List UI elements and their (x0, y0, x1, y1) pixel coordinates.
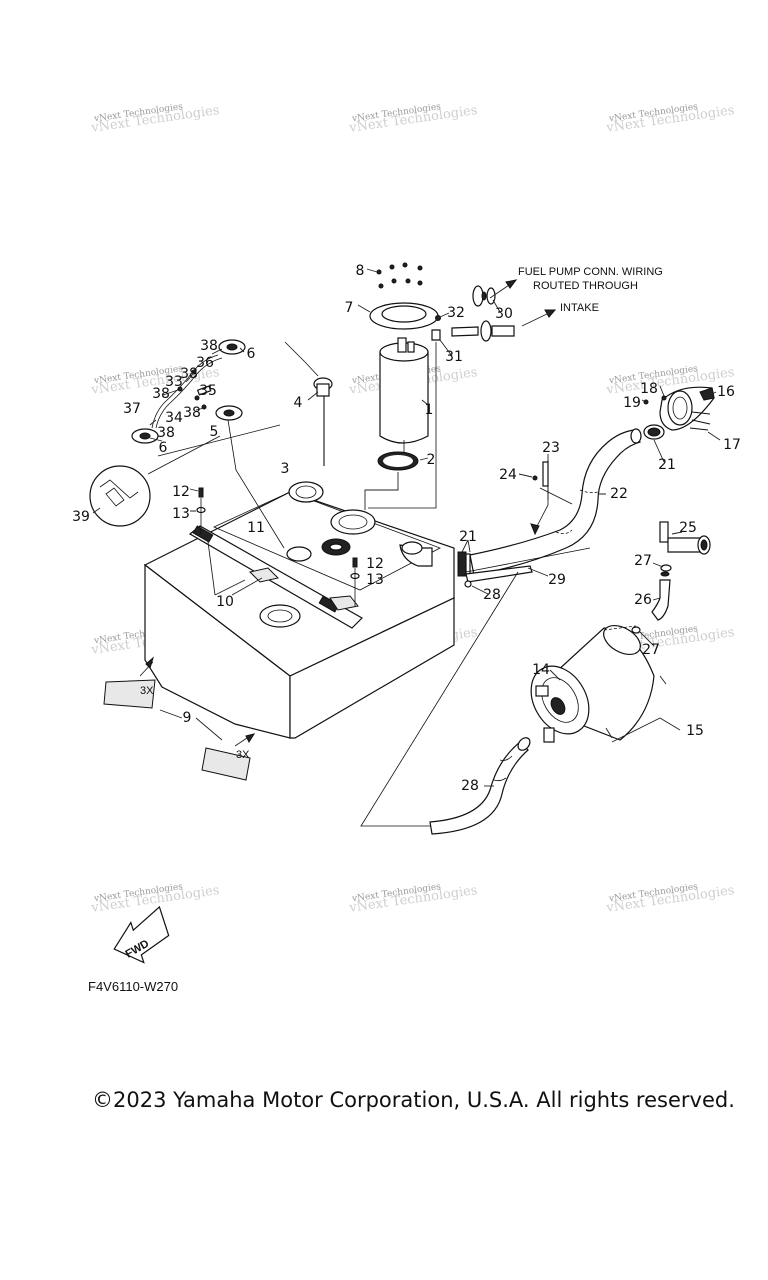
callout-17: 17 (723, 437, 741, 453)
callout-2: 2 (427, 452, 436, 468)
callout-1: 1 (425, 402, 434, 418)
callout-12: 12 (366, 556, 384, 572)
forward-arrow: FWD (113, 905, 170, 964)
routing-notes: FUEL PUMP CONN. WIRING ROUTED THROUGH IN… (489, 266, 663, 327)
callout-34: 34 (165, 410, 183, 426)
callout-25: 25 (679, 520, 697, 536)
callout-30: 30 (495, 306, 513, 322)
filler-hose (457, 428, 642, 577)
callout-6: 6 (159, 440, 168, 456)
callout-27: 27 (642, 642, 660, 658)
copyright-notice: ©2023 Yamaha Motor Corporation, U.S.A. A… (92, 1088, 735, 1112)
callout-28: 28 (461, 778, 479, 794)
callout-16: 16 (717, 384, 735, 400)
callout-10: 10 (216, 594, 234, 610)
callout-9: 9 (183, 710, 192, 726)
callout-38: 38 (180, 366, 198, 382)
callout-32: 32 (447, 305, 465, 321)
callout-15: 15 (686, 723, 704, 739)
note-intake: INTAKE (560, 302, 599, 314)
figure-code: F4V6110-W270 (88, 979, 178, 994)
tank-strap (188, 525, 363, 629)
callout-33: 33 (165, 374, 183, 390)
callout-14: 14 (532, 662, 550, 678)
note-wiring-line1: FUEL PUMP CONN. WIRING (518, 266, 663, 278)
callout-12: 12 (172, 484, 190, 500)
vent-hardware (131, 339, 285, 549)
callout-31: 31 (445, 349, 463, 365)
callout-38: 38 (152, 386, 170, 402)
vent-fitting-assembly (631, 521, 711, 647)
mat-mark: 3X (140, 685, 154, 697)
callout-13: 13 (366, 572, 384, 588)
callout-21: 21 (459, 529, 477, 545)
fuel-pump-module (357, 262, 439, 510)
fuel-tank (143, 481, 455, 739)
pump-canister (379, 351, 429, 444)
callout-13: 13 (172, 506, 190, 522)
tank-openings (259, 481, 376, 628)
callout-38: 38 (183, 405, 201, 421)
callout-8: 8 (356, 263, 365, 279)
callout-22: 22 (610, 486, 628, 502)
screw-set (376, 262, 423, 289)
fuel-level-sender (284, 341, 333, 466)
callout-18: 18 (640, 381, 658, 397)
callout-4: 4 (294, 395, 303, 411)
tank-mats: 3X 3X (103, 656, 256, 781)
callout-7: 7 (345, 300, 354, 316)
callout-23: 23 (542, 440, 560, 456)
callout-24: 24 (499, 467, 517, 483)
mat-mark: 3X (236, 749, 250, 761)
callout-39: 39 (72, 509, 90, 525)
callout-38: 38 (157, 425, 175, 441)
callout-5: 5 (210, 424, 219, 440)
note-wiring-line2: ROUTED THROUGH (533, 280, 638, 292)
callout-27: 27 (634, 553, 652, 569)
detail-callout (89, 435, 221, 527)
callout-11: 11 (247, 520, 265, 536)
callout-38: 38 (200, 338, 218, 354)
callout-36: 36 (196, 355, 214, 371)
callout-26: 26 (634, 592, 652, 608)
canister-hose (429, 737, 531, 835)
callout-35: 35 (199, 383, 217, 399)
vent-hose (360, 547, 591, 827)
callout-19: 19 (623, 395, 641, 411)
vent-fitting (368, 312, 453, 509)
filler-neck (641, 385, 721, 463)
wiring-grommets (451, 285, 515, 342)
callout-6: 6 (247, 346, 256, 362)
callout-28: 28 (483, 587, 501, 603)
charcoal-canister (530, 624, 681, 743)
callout-3: 3 (281, 461, 290, 477)
callout-21: 21 (658, 457, 676, 473)
strap-bolts (189, 487, 360, 606)
callout-37: 37 (123, 401, 141, 417)
callout-29: 29 (548, 572, 566, 588)
